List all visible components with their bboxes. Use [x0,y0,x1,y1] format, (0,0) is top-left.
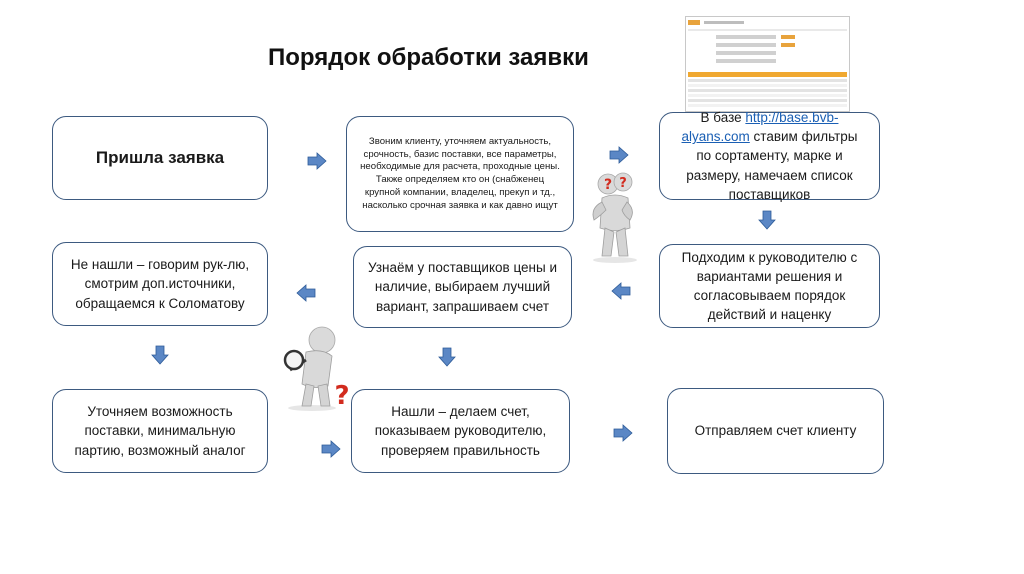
step-database-prefix: В базе [700,110,746,126]
step-not-found-text: Не нашли – говорим рук-лю, смотрим доп.и… [70,257,250,311]
svg-text:?: ? [604,177,612,193]
arrow-down-icon [758,210,776,230]
step-found: Нашли – делаем счет, показываем руководи… [351,389,570,473]
arrow-down-icon [151,345,169,365]
step-database-suffix: ставим фильтры по сортаменту, марке и ра… [686,129,858,202]
step-clarify: Уточняем возможность поставки, минимальн… [52,389,268,473]
arrow-left-icon [611,282,631,300]
step-manager: Подходим к руководителю с вариантами реш… [659,244,880,328]
step-manager-text: Подходим к руководителю с вариантами реш… [681,249,858,323]
step-send: Отправляем счет клиенту [667,388,884,474]
page-title: Порядок обработки заявки [268,44,589,71]
magnifier-person-icon: ? [283,326,350,411]
arrow-right-icon [307,152,327,170]
question-mark-icon: ? [334,381,349,411]
database-link[interactable]: http://base.bvb-alyans.com [681,110,839,145]
arrow-right-icon [321,440,341,458]
step-call-client: Звоним клиенту, уточняем актуальность, с… [346,116,574,232]
step-found-text: Нашли – делаем счет, показываем руководи… [374,404,547,458]
step-send-text: Отправляем счет клиенту [694,423,857,439]
step-request: Пришла заявка [52,116,268,200]
step-not-found: Не нашли – говорим рук-лю, смотрим доп.и… [52,242,268,326]
step-suppliers: Узнаём у поставщиков цены и наличие, выб… [353,246,572,328]
arrow-down-icon [438,347,456,367]
step-call-client-text: Звоним клиенту, уточняем актуальность, с… [360,135,560,211]
step-request-text: Пришла заявка [95,148,225,167]
database-screenshot [685,16,850,112]
step-database: В базе http://base.bvb-alyans.com ставим… [659,110,880,202]
step-suppliers-text: Узнаём у поставщиков цены и наличие, выб… [368,260,557,314]
step-clarify-text: Уточняем возможность поставки, минимальн… [74,404,246,458]
arrow-right-icon [609,146,629,164]
arrow-left-icon [296,284,316,302]
thinking-person-icon: ? ? [592,172,637,263]
svg-text:?: ? [619,176,627,191]
arrow-right-icon [613,424,633,442]
